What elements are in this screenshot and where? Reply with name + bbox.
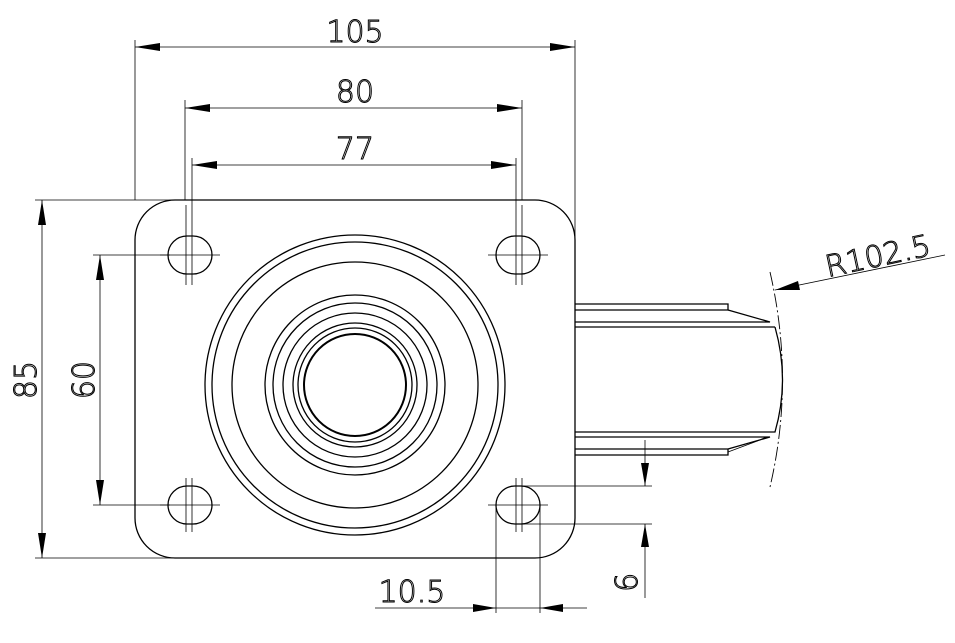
dimension-105: 105 [134,15,576,240]
mounting-hole [160,205,220,285]
dimension-85: 85 [9,199,175,559]
dimension-9: 9 [520,440,652,598]
dimension-77: 77 [191,132,517,205]
dimension-label: 80 [336,75,374,110]
dimension-label: 77 [336,132,374,167]
dimension-label: R102.5 [822,228,934,284]
dimension-label: 105 [326,15,383,50]
dimension-80: 80 [184,75,523,200]
dimension-label: 85 [9,361,44,399]
wheel-side-view [575,271,784,488]
dimension-label: 10.5 [379,575,446,610]
dimension-label: 60 [67,361,102,399]
dimension-radius: R102.5 [774,228,946,291]
dimension-10-5: 10.5 [375,505,587,613]
dimension-60: 60 [67,254,170,506]
bearing-rings [204,234,506,536]
dimension-label: 9 [607,572,642,591]
mounting-holes [160,205,548,532]
mounting-plate [134,199,576,559]
mounting-hole [488,205,548,285]
